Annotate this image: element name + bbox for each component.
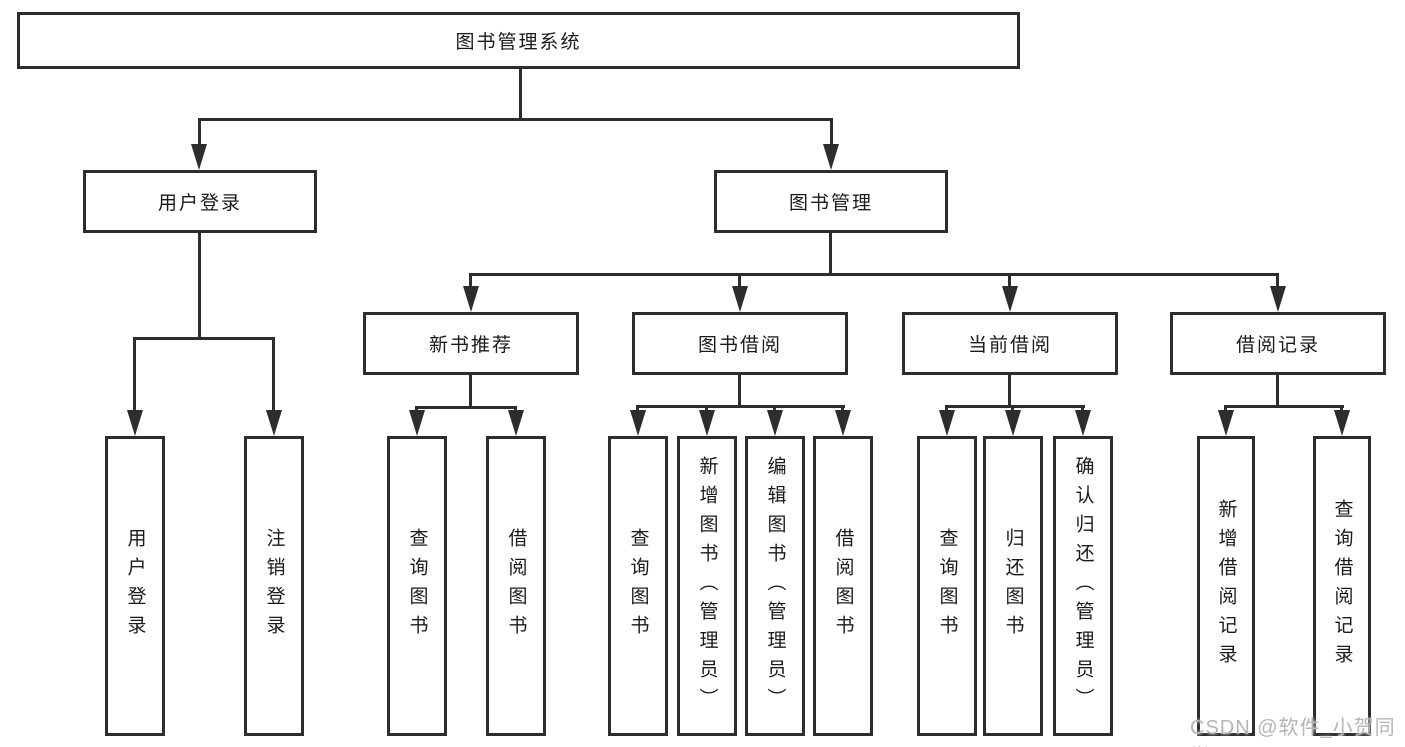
- leaf-recommend-borrow-books-label: 借阅图书: [505, 528, 527, 644]
- leaf-recommend-borrow-books: 借阅图书: [486, 436, 546, 736]
- leaf-borrowing-borrow-books-label: 借阅图书: [832, 528, 854, 644]
- csdn-watermark: CSDN @软件_小贺同学: [1190, 717, 1396, 747]
- connector-book-management-hline: [469, 273, 1279, 276]
- connector-arrowhead: [266, 410, 282, 436]
- connector-stem-leaf: [514, 406, 517, 410]
- connector-stem-book-management: [830, 118, 833, 146]
- leaf-current-query-books-label: 查询图书: [936, 528, 958, 644]
- leaf-current-query-books: 查询图书: [917, 436, 977, 736]
- connector-stem-leaf: [1224, 405, 1227, 410]
- connector-stem-borrowing: [738, 273, 741, 286]
- connector-user-login-hline: [133, 337, 275, 340]
- leaf-confirm-return-admin-label: 确认归还（管理员）: [1072, 455, 1094, 717]
- leaf-logout-label: 注销登录: [263, 528, 285, 644]
- leaf-recommend-query-books: 查询图书: [387, 436, 447, 736]
- leaf-confirm-return-admin: 确认归还（管理员）: [1053, 436, 1113, 736]
- connector-arrowhead: [1334, 410, 1350, 436]
- leaf-query-borrow-record: 查询借阅记录: [1313, 436, 1371, 736]
- connector-stem-leaf: [415, 406, 418, 410]
- connector-stem-leaf: [272, 337, 275, 410]
- connector-stem-leaf: [1011, 405, 1014, 410]
- connector-recommend-hline: [415, 406, 517, 409]
- connector-stem-leaf: [636, 405, 639, 410]
- node-new-book-recommendation: 新书推荐: [363, 312, 579, 375]
- node-user-login: 用户登录: [83, 170, 317, 233]
- connector-arrowhead: [939, 410, 955, 436]
- node-book-management: 图书管理: [714, 170, 948, 233]
- connector-stem-user-login: [198, 118, 201, 146]
- connector-user-login-stem: [198, 233, 201, 337]
- leaf-return-books: 归还图书: [983, 436, 1043, 736]
- connector-arrowhead: [699, 410, 715, 436]
- connector-root-hline: [198, 118, 833, 121]
- connector-arrowhead: [630, 410, 646, 436]
- connector-book-management-stem: [829, 233, 832, 273]
- connector-borrowing-hline: [636, 405, 845, 408]
- connector-arrowhead: [191, 144, 207, 170]
- connector-records-hline: [1224, 405, 1344, 408]
- leaf-add-book-admin: 新增图书（管理员）: [677, 436, 737, 736]
- node-borrowing-records: 借阅记录: [1170, 312, 1386, 375]
- connector-arrowhead: [463, 286, 479, 312]
- connector-arrowhead: [823, 144, 839, 170]
- connector-arrowhead: [409, 410, 425, 436]
- leaf-add-borrow-record: 新增借阅记录: [1197, 436, 1255, 736]
- connector-stem-recommend: [469, 273, 472, 286]
- leaf-borrowing-query-books-label: 查询图书: [627, 528, 649, 644]
- connector-records-stem: [1276, 375, 1279, 405]
- connector-arrowhead: [835, 410, 851, 436]
- node-library-system: 图书管理系统: [17, 12, 1020, 69]
- connector-arrowhead: [127, 410, 143, 436]
- leaf-edit-book-admin-label: 编辑图书（管理员）: [764, 455, 786, 717]
- connector-recommend-stem: [469, 375, 472, 406]
- connector-stem-leaf: [133, 337, 136, 410]
- leaf-add-borrow-record-label: 新增借阅记录: [1215, 499, 1237, 673]
- connector-current-stem: [1008, 375, 1011, 405]
- leaf-borrowing-borrow-books: 借阅图书: [813, 436, 873, 736]
- connector-arrowhead: [1075, 410, 1091, 436]
- leaf-return-books-label: 归还图书: [1002, 528, 1024, 644]
- connector-stem-leaf: [945, 405, 948, 410]
- connector-arrowhead: [732, 286, 748, 312]
- connector-arrowhead: [1002, 286, 1018, 312]
- leaf-recommend-query-books-label: 查询图书: [406, 528, 428, 644]
- leaf-edit-book-admin: 编辑图书（管理员）: [745, 436, 805, 736]
- connector-stem-current: [1008, 273, 1011, 286]
- connector-borrowing-stem: [738, 375, 741, 405]
- connector-arrowhead: [1005, 410, 1021, 436]
- leaf-borrowing-query-books: 查询图书: [608, 436, 668, 736]
- connector-root-stem: [519, 69, 522, 118]
- connector-stem-leaf: [1081, 405, 1084, 410]
- leaf-query-borrow-record-label: 查询借阅记录: [1331, 499, 1353, 673]
- connector-stem-leaf: [705, 405, 708, 410]
- connector-stem-leaf: [841, 405, 844, 410]
- leaf-add-book-admin-label: 新增图书（管理员）: [696, 455, 718, 717]
- leaf-user-login-label: 用户登录: [124, 528, 146, 644]
- connector-arrowhead: [1270, 286, 1286, 312]
- connector-current-hline: [945, 405, 1085, 408]
- connector-arrowhead: [508, 410, 524, 436]
- node-book-borrowing: 图书借阅: [632, 312, 848, 375]
- connector-arrowhead: [767, 410, 783, 436]
- connector-arrowhead: [1218, 410, 1234, 436]
- node-current-borrowing: 当前借阅: [902, 312, 1118, 375]
- connector-stem-leaf: [773, 405, 776, 410]
- leaf-user-login: 用户登录: [105, 436, 165, 736]
- connector-stem-records: [1276, 273, 1279, 286]
- connector-stem-leaf: [1340, 405, 1343, 410]
- leaf-logout: 注销登录: [244, 436, 304, 736]
